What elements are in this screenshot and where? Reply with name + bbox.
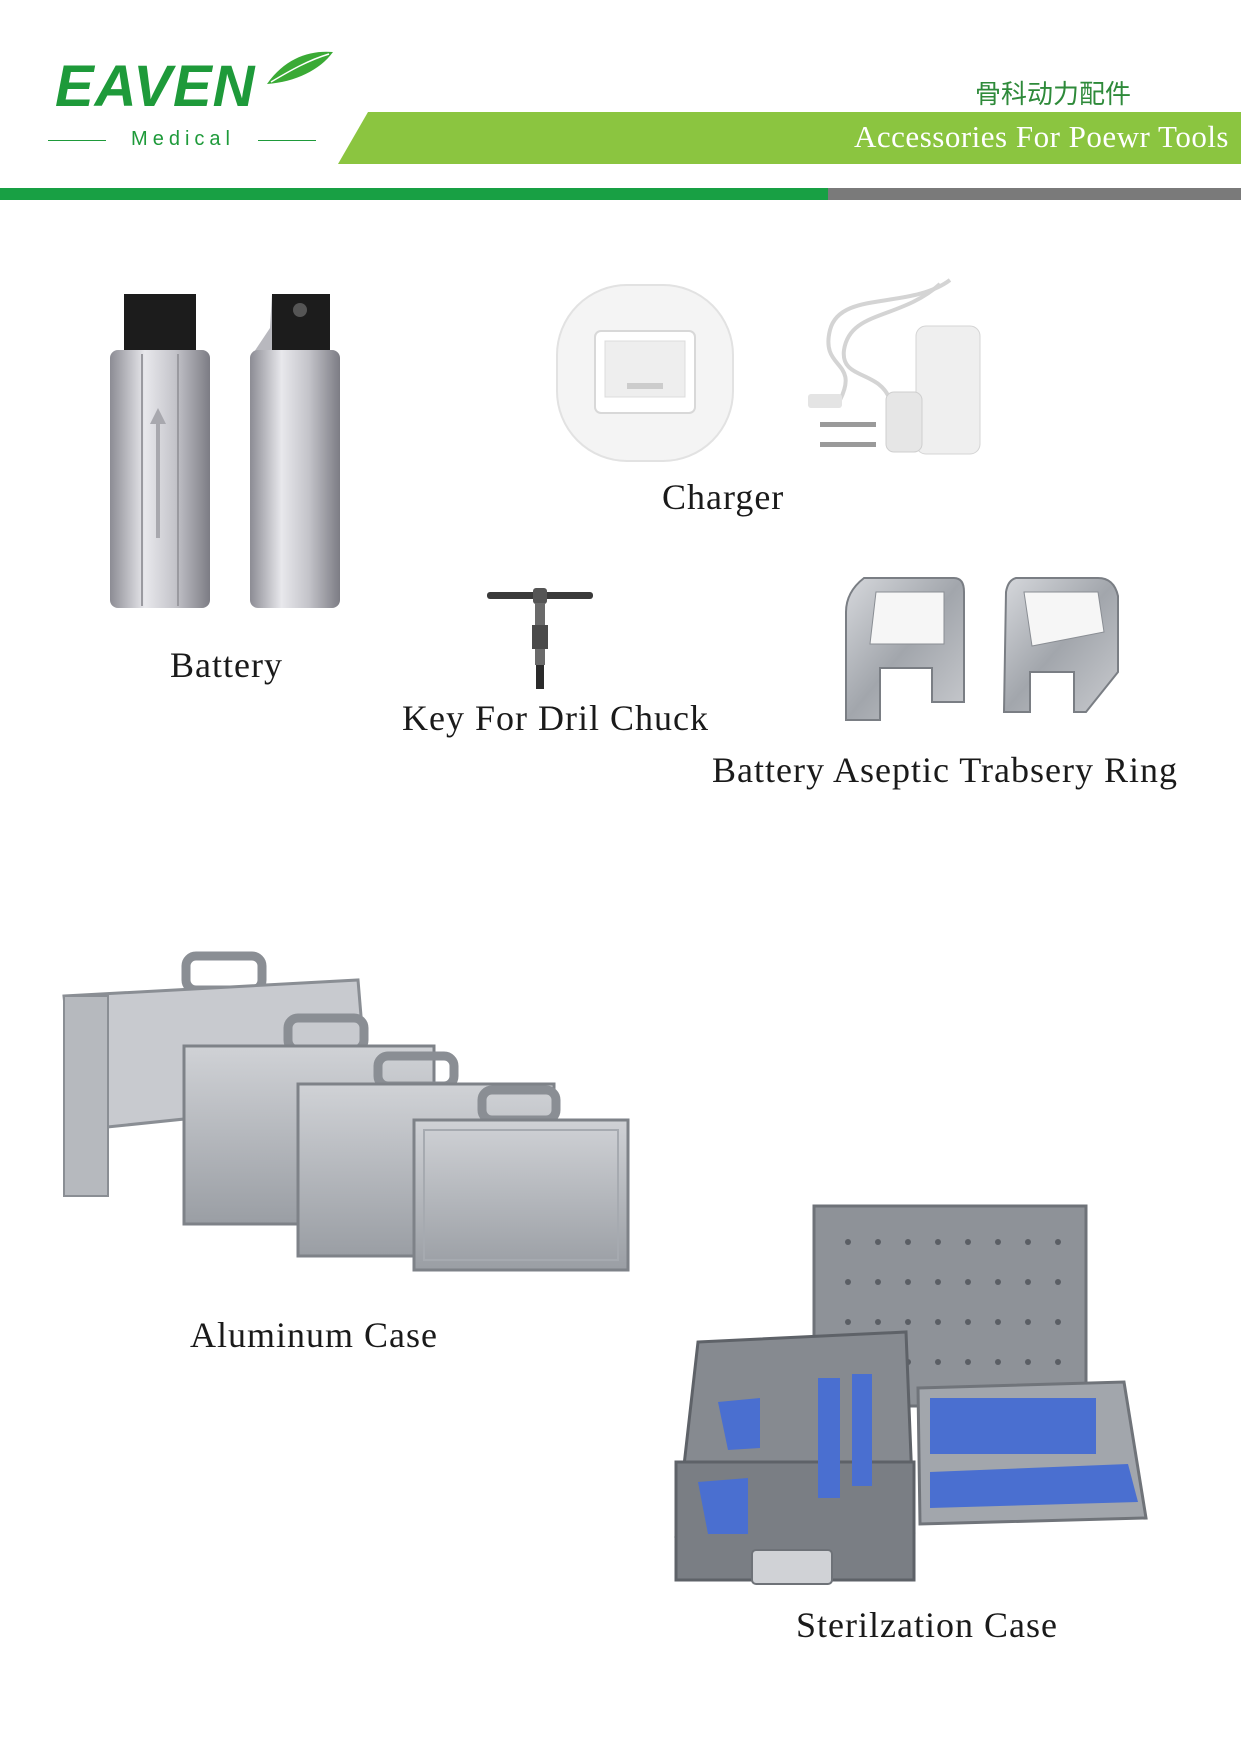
brand-sub-text: Medical [131, 128, 235, 150]
sterilization-case-label: Sterilzation Case [796, 1605, 1058, 1645]
battery-label: Battery [170, 645, 283, 685]
leaf-icon [267, 51, 333, 84]
header-stripe-gray [828, 188, 1241, 200]
page-title-cn: 骨科动力配件 [974, 80, 1131, 110]
battery-image [110, 294, 340, 608]
brand-logo-text: EAVEN [55, 54, 256, 119]
page-title-en: Accessories For Poewr Tools [854, 119, 1229, 154]
sterilization-case-image [674, 1204, 1148, 1585]
logo-divider-right [258, 140, 316, 141]
charger-label: Charger [662, 477, 785, 517]
header-band [338, 112, 1241, 164]
chuck-key-image [487, 588, 593, 689]
aseptic-ring-label: Battery Aseptic Trabsery Ring [712, 750, 1178, 790]
header-stripe-green [0, 188, 828, 200]
aseptic-ring-image [845, 577, 1119, 721]
charger-base-image [556, 284, 734, 462]
logo-divider-left [48, 140, 106, 141]
aluminum-case-label: Aluminum Case [190, 1315, 438, 1355]
aluminum-case-image [62, 951, 630, 1272]
chuck-key-label: Key For Dril Chuck [402, 698, 709, 738]
charger-adapter-image [808, 278, 981, 455]
